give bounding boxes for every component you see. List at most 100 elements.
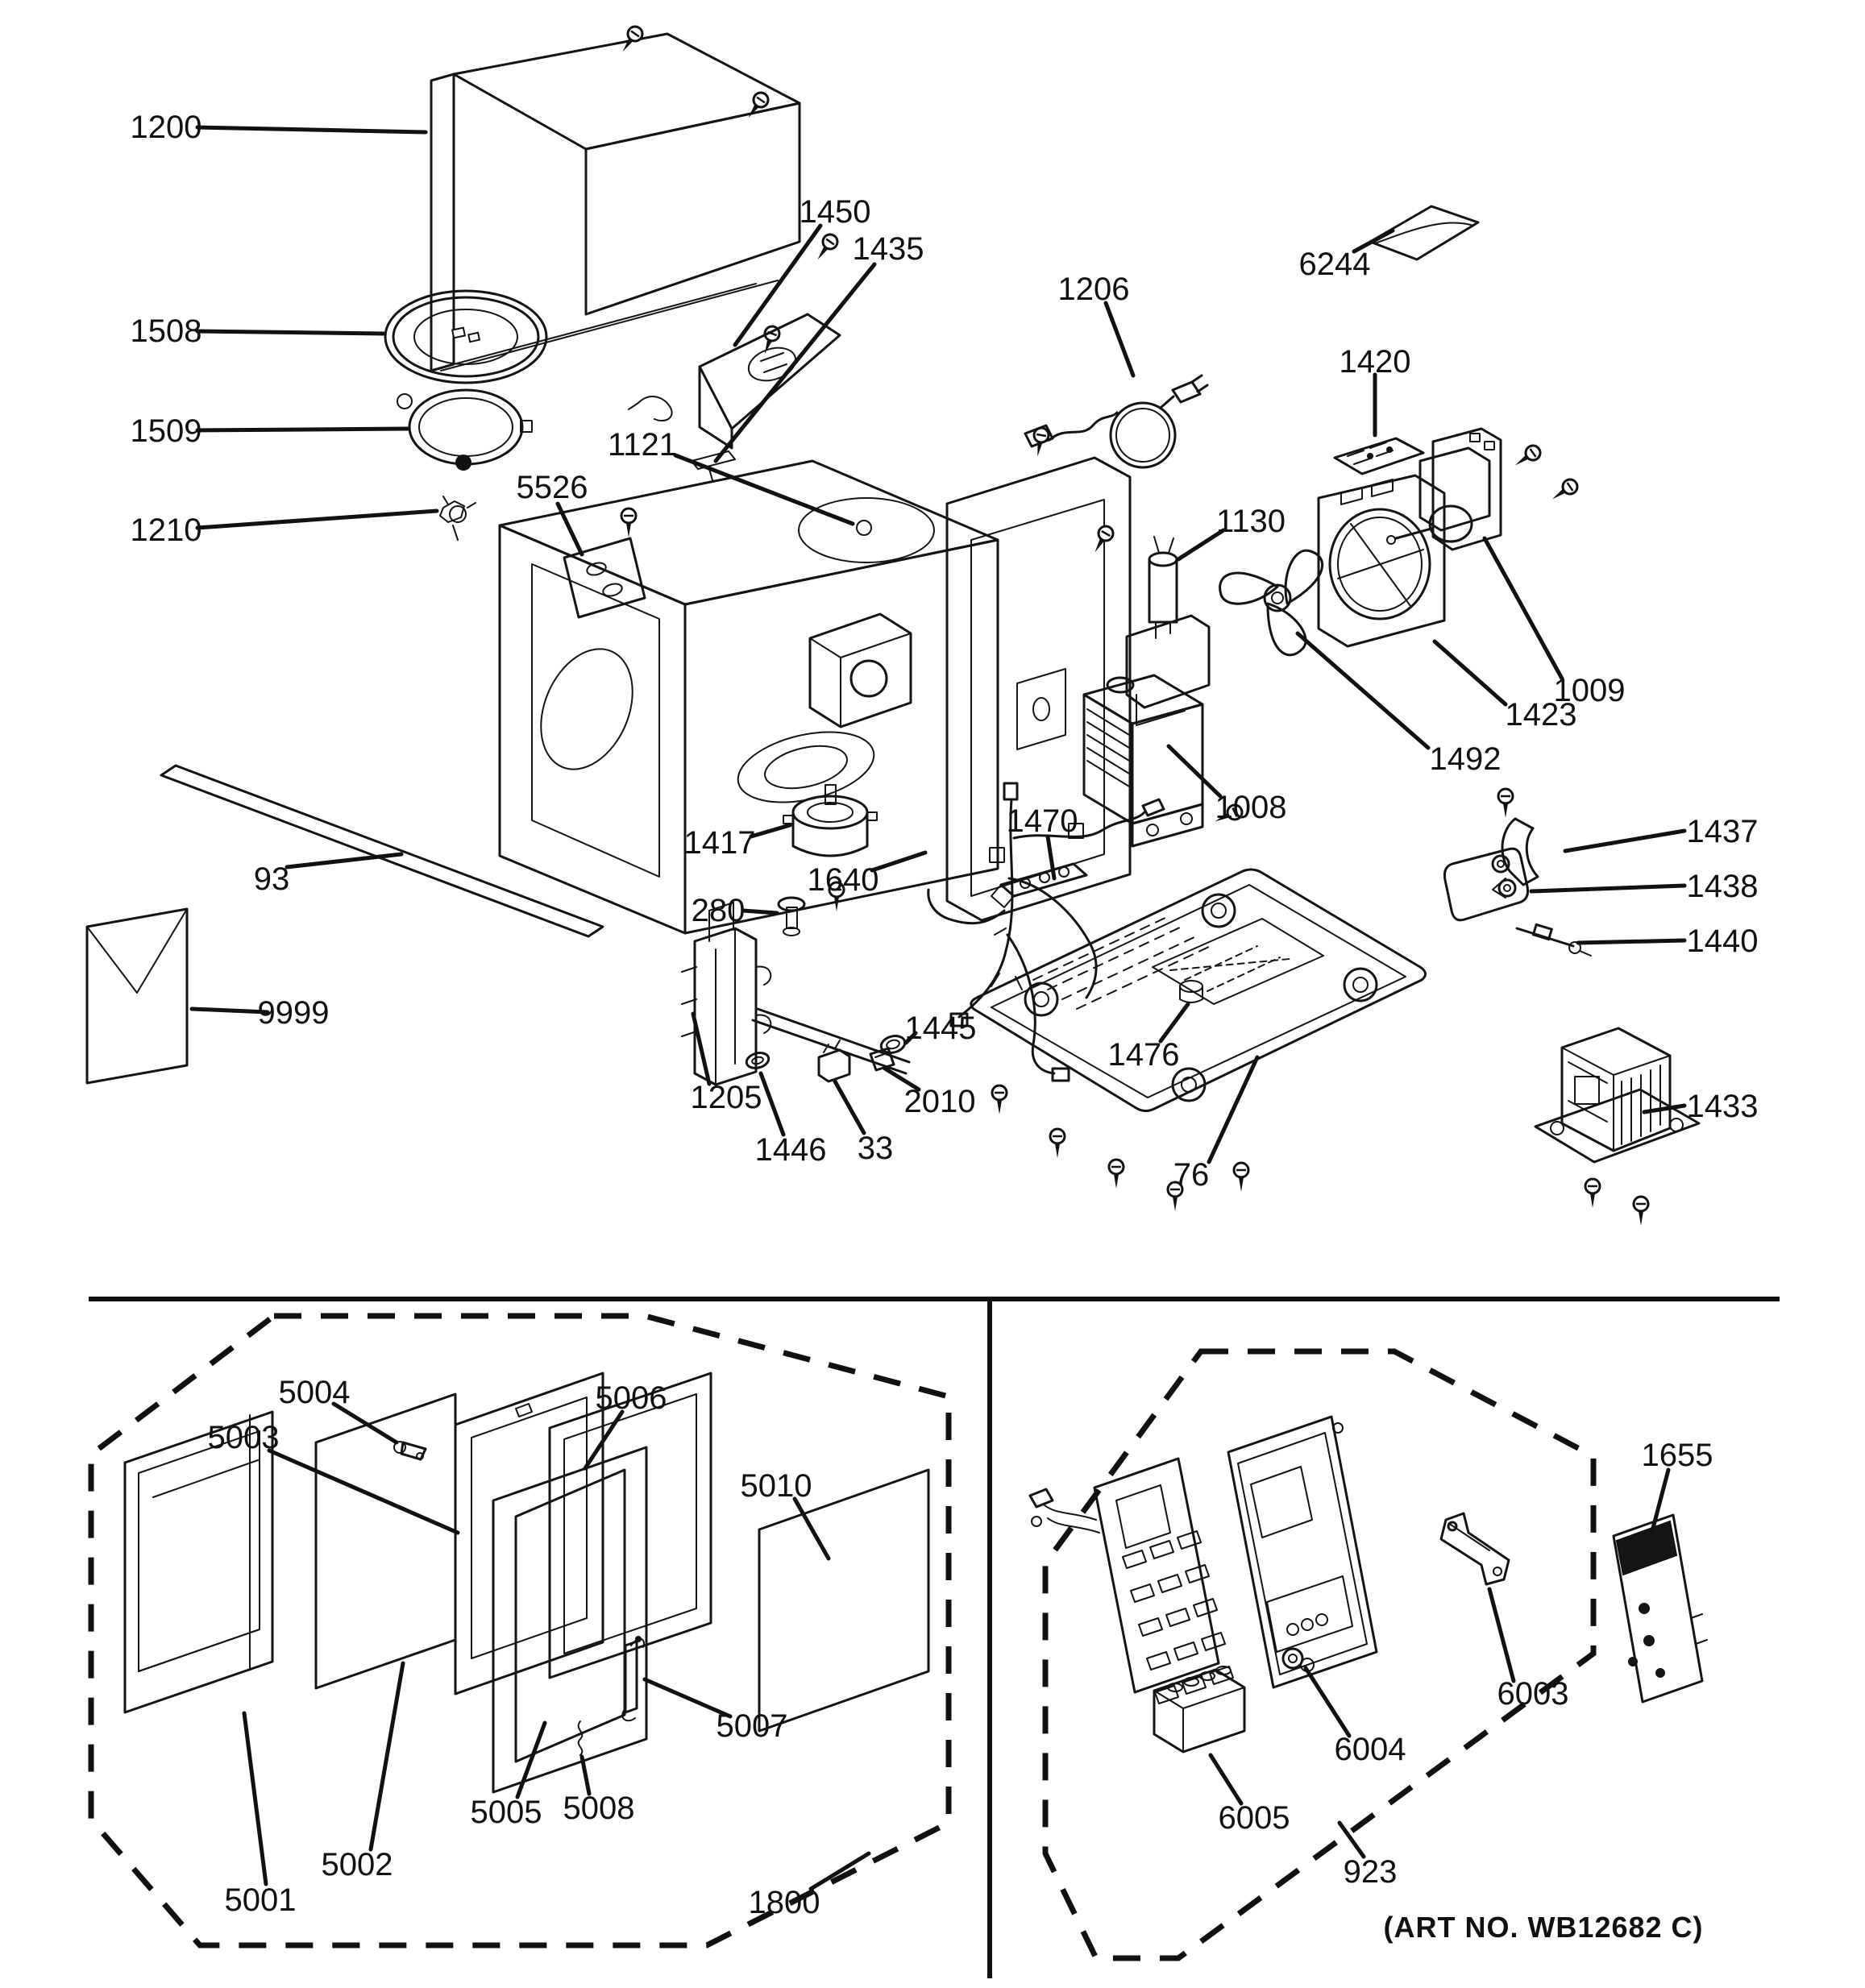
- part-label-6244: 6244: [1299, 247, 1371, 282]
- door-frame-5003: [454, 1372, 604, 1695]
- leader-line-1009: [1482, 536, 1564, 681]
- leader-line-2010: [883, 1066, 921, 1092]
- waveguide-box: [808, 612, 912, 728]
- leader-line-5006: [583, 1409, 625, 1471]
- support-part-1210: [439, 496, 476, 541]
- keypad-key: [1122, 1550, 1147, 1569]
- part-label-1440: 1440: [1687, 923, 1759, 959]
- leader-line-1130: [1176, 528, 1226, 562]
- part-label-1450: 1450: [800, 194, 871, 230]
- leader-line-1655: [1650, 1467, 1671, 1534]
- leader-line-1800: [808, 1851, 871, 1891]
- screw-icon: [620, 507, 638, 539]
- part-label-5002: 5002: [322, 1847, 393, 1882]
- capacitor-1438: [1443, 847, 1529, 922]
- screw-icon: [1547, 475, 1582, 507]
- part-label-1206: 1206: [1058, 272, 1130, 307]
- outer-case-1200: [430, 32, 801, 372]
- screw-icon: [1632, 1195, 1650, 1227]
- keypad-key: [1138, 1617, 1163, 1637]
- part-label-1800: 1800: [749, 1885, 820, 1920]
- part-label-1420: 1420: [1340, 344, 1411, 380]
- control-panel-housing: [1227, 1415, 1378, 1689]
- leader-line-76: [1207, 1055, 1260, 1164]
- door-spring-5008: [577, 1720, 584, 1756]
- trim-strip-93: [160, 764, 604, 938]
- leader-line-1509: [195, 426, 410, 433]
- screw-icon: [1232, 1161, 1250, 1193]
- screw-icon: [1510, 441, 1545, 473]
- part-label-1130: 1130: [1216, 504, 1286, 539]
- part-label-5007: 5007: [717, 1708, 788, 1744]
- cavity-box: [498, 450, 999, 935]
- leader-line-5010: [792, 1496, 831, 1561]
- leader-line-5003: [267, 1448, 460, 1535]
- keypad-key: [1185, 1564, 1210, 1583]
- side-panel: [945, 456, 1132, 922]
- leader-line-33: [833, 1079, 866, 1135]
- leader-line-6003: [1487, 1587, 1516, 1683]
- leader-line-280: [741, 908, 779, 915]
- sheet-6244: [1369, 205, 1480, 261]
- leader-line-1210: [195, 508, 439, 530]
- screw-icon: [1049, 1127, 1066, 1160]
- keypad-key: [1149, 1540, 1174, 1559]
- part-label-1476: 1476: [1108, 1037, 1180, 1073]
- part-label-923: 923: [1344, 1854, 1398, 1890]
- part-label-6004: 6004: [1335, 1732, 1406, 1767]
- control-section-hexagon: [1042, 1348, 1597, 1961]
- part-label-5003: 5003: [208, 1420, 280, 1455]
- screw-icon: [1087, 522, 1117, 558]
- part-label-5526: 5526: [517, 470, 588, 505]
- keypad-key: [1193, 1598, 1218, 1617]
- leader-line-5002: [368, 1661, 405, 1852]
- latch-board-1205: [681, 902, 911, 1086]
- door-section-hexagon: [88, 1313, 952, 1949]
- bracket-6003: [1439, 1512, 1510, 1586]
- part-label-1435: 1435: [853, 231, 924, 267]
- door-panel-5001: [123, 1410, 274, 1714]
- screw-icon: [1497, 787, 1514, 820]
- stirrer-coupler-280: [777, 896, 806, 936]
- door-film-5002: [314, 1392, 457, 1690]
- clip-2010: [869, 1047, 895, 1072]
- leader-line-93: [285, 852, 404, 869]
- leader-line-1438: [1529, 883, 1687, 894]
- keypad-key: [1209, 1666, 1234, 1685]
- part-label-33: 33: [858, 1131, 894, 1166]
- leader-line-1206: [1103, 301, 1136, 378]
- leader-line-5004: [331, 1401, 399, 1445]
- part-label-9999: 9999: [258, 995, 330, 1031]
- fan-motor-1009: [1386, 427, 1502, 551]
- wire-harness-1640: [927, 782, 1165, 1082]
- part-label-1433: 1433: [1687, 1089, 1759, 1124]
- part-label-6005: 6005: [1219, 1800, 1290, 1836]
- bracket-1470: [991, 862, 1088, 908]
- part-label-5008: 5008: [563, 1791, 635, 1826]
- terminal-plate-1420: [1333, 437, 1425, 475]
- leader-line-1492: [1295, 631, 1431, 750]
- base-plate-76: [970, 868, 1427, 1113]
- leader-line-1437: [1563, 828, 1687, 853]
- membrane-keypad: [1028, 1457, 1234, 1704]
- switch-33: [817, 1040, 851, 1083]
- screw-icon: [1584, 1177, 1601, 1210]
- leader-line-1417: [749, 823, 792, 839]
- part-label-280: 280: [692, 893, 746, 928]
- leader-line-1445: [903, 1031, 918, 1045]
- leader-line-1423: [1432, 639, 1508, 707]
- part-label-5010: 5010: [741, 1468, 812, 1504]
- leader-line-6244: [1352, 228, 1395, 254]
- part-label-1121: 1121: [608, 427, 677, 463]
- leader-line-1008: [1166, 744, 1223, 799]
- leader-line-1450: [733, 223, 823, 347]
- leader-line-1121: [673, 453, 855, 526]
- part-label-5006: 5006: [596, 1380, 667, 1416]
- leader-line-923: [1337, 1820, 1366, 1859]
- part-label-1008: 1008: [1215, 790, 1287, 825]
- part-label-1438: 1438: [1687, 869, 1759, 904]
- leader-line-5001: [242, 1711, 268, 1886]
- leader-line-1433: [1642, 1103, 1687, 1114]
- part-label-1210: 1210: [131, 513, 202, 548]
- plate-5526: [563, 537, 646, 619]
